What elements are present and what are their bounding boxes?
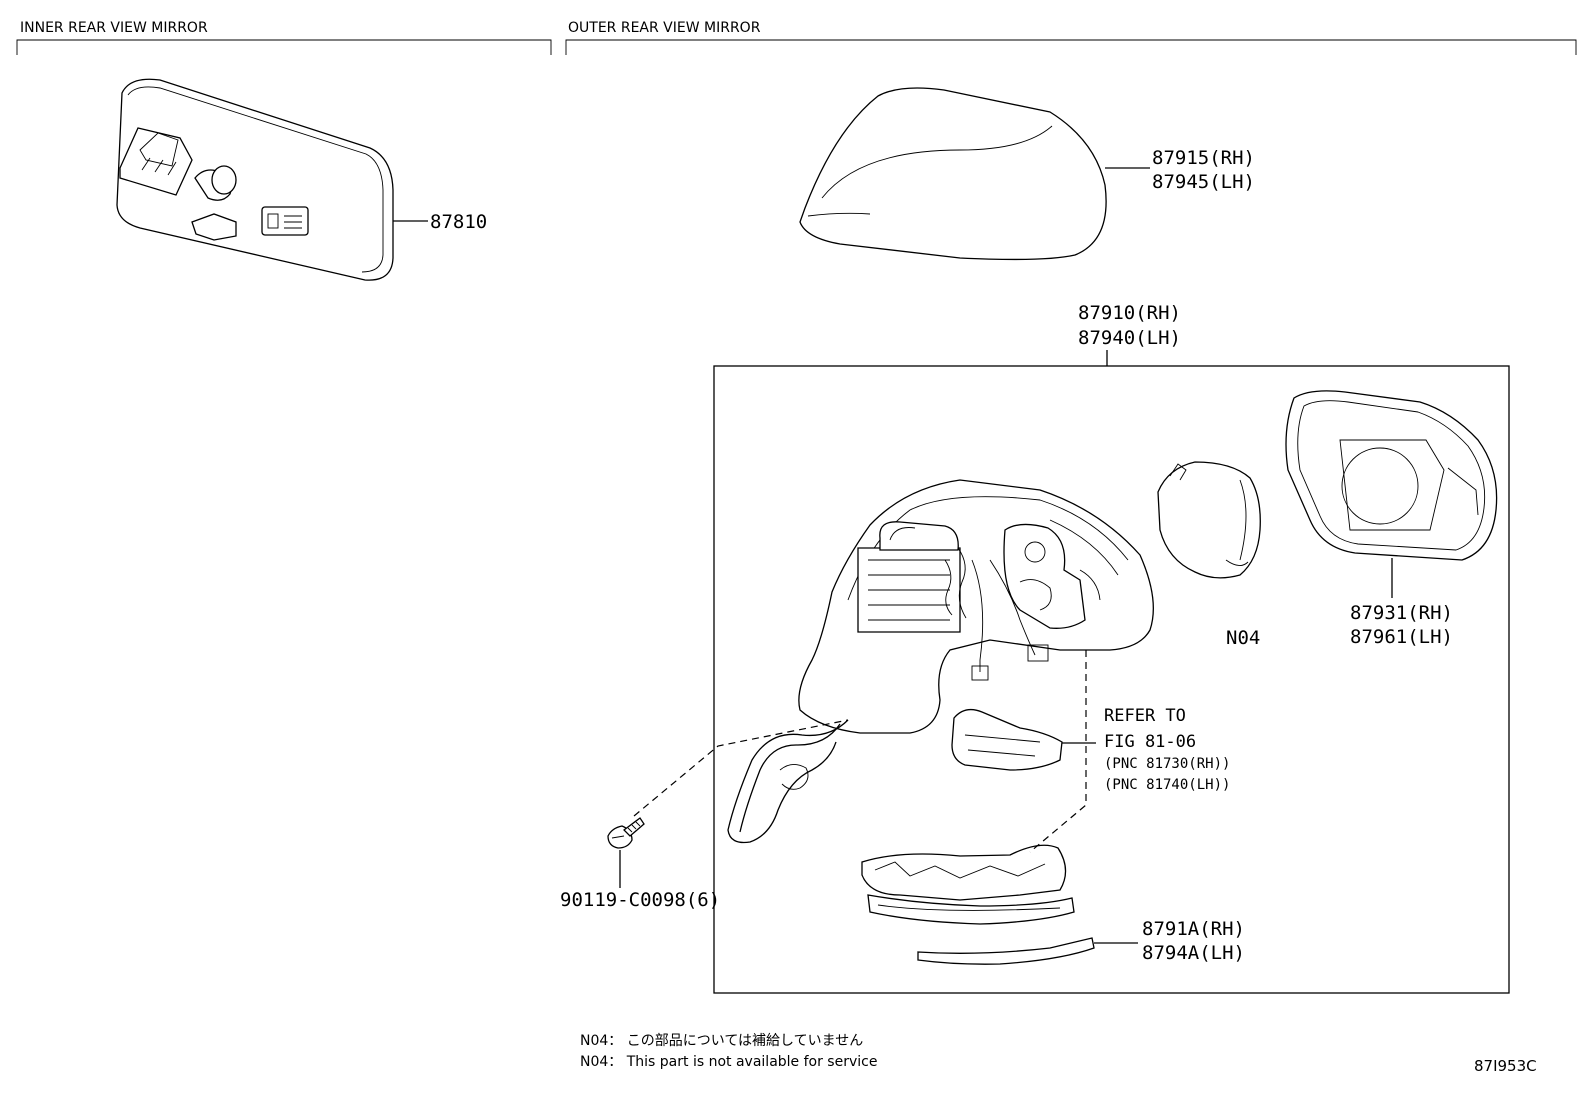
note-en: N04： This part is not available for serv… [580,1054,877,1070]
part-number-screw: 90119-C0098(6) [560,889,720,911]
part-number-87915-rh: 87915(RH) [1152,147,1255,169]
refer-fig-label: FIG 81-06 [1104,732,1196,752]
figure-code: 87I953C [1474,1057,1537,1075]
turn-signal-lamp-illustration [951,708,1063,771]
part-number-8791a-rh: 8791A(RH) [1142,918,1245,940]
mirror-cover-illustration [799,87,1107,261]
mirror-body-illustration [798,479,1154,734]
assembly-box [713,365,1510,994]
part-number-n04: N04 [1226,627,1260,649]
part-number-87810: 87810 [430,211,487,233]
screw-illustration [607,817,645,849]
section-title-inner: INNER REAR VIEW MIRROR [20,20,208,36]
part-number-8794a-lh: 8794A(LH) [1142,942,1245,964]
refer-pnc-rh: (PNC 81730(RH)) [1104,756,1230,772]
actuator-illustration [1157,461,1261,579]
section-bracket-outer [565,39,1577,55]
assembly-guide-screw [633,719,849,817]
part-number-87945-lh: 87945(LH) [1152,171,1255,193]
refer-to-label: REFER TO [1104,706,1186,726]
section-title-outer: OUTER REAR VIEW MIRROR [568,20,761,36]
part-number-87910-rh: 87910(RH) [1078,302,1181,324]
refer-pnc-lh: (PNC 81740(LH)) [1104,777,1230,793]
note-ja: N04： この部品については補給していません [580,1033,863,1049]
wire-harness-illustration [727,719,849,844]
part-number-87940-lh: 87940(LH) [1078,327,1181,349]
lamp-housing-illustration [861,844,1075,925]
lens-strip-illustration [917,937,1095,965]
part-number-87931-rh: 87931(RH) [1350,602,1453,624]
assembly-guide-lamp [1029,650,1087,853]
section-bracket-inner [16,39,552,55]
mirror-glass-illustration [1285,390,1498,561]
inner-mirror-illustration [116,78,394,281]
part-number-87961-lh: 87961(LH) [1350,626,1453,648]
